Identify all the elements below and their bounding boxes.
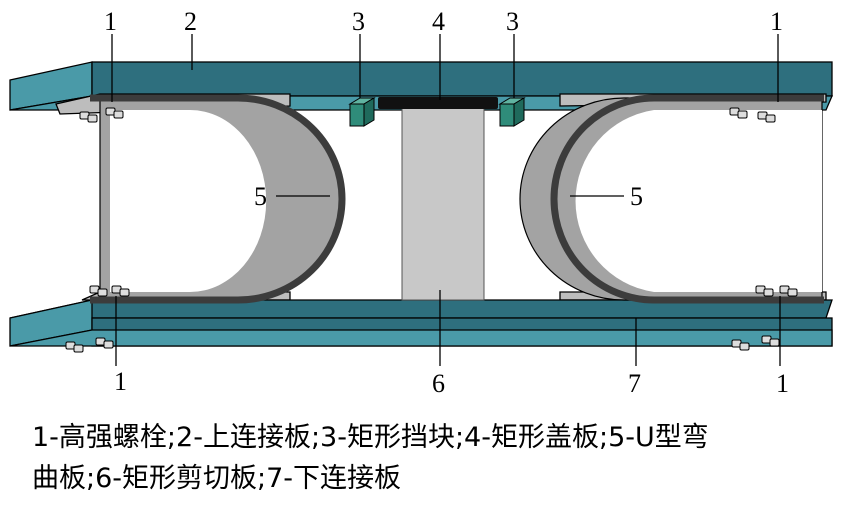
label-2: 2 <box>184 7 197 36</box>
right-u-plate-edge <box>550 94 824 304</box>
left-u-plate-inner-cutout <box>110 110 267 292</box>
bolt-head <box>779 285 798 297</box>
block-left-front <box>349 103 365 127</box>
right-u-plate <box>519 94 824 304</box>
bolt-head <box>755 285 774 297</box>
caption-line-1: 1-高强螺栓;2-上连接板;3-矩形挡块;4-矩形盖板;5-U型弯 <box>32 422 709 453</box>
rectangular-shear-plate <box>401 105 485 301</box>
label-5-right: 5 <box>630 182 643 211</box>
bolt-head <box>761 335 780 347</box>
bolt-head <box>731 339 750 351</box>
bolt-nut <box>737 110 748 119</box>
shear-plate-body <box>401 105 485 301</box>
bolt-nut <box>119 288 130 297</box>
bolt-head <box>111 285 130 297</box>
bolt-nut <box>765 114 776 123</box>
lower-plate-bottom-edge <box>9 329 833 347</box>
label-6: 6 <box>432 369 445 398</box>
right-u-plate-inner-cutout <box>575 110 822 292</box>
label-5-left: 5 <box>254 182 267 211</box>
bolt-nut <box>769 338 780 347</box>
number-labels: 1 2 3 4 3 1 5 5 1 6 7 1 <box>104 7 789 398</box>
label-3-left: 3 <box>352 7 365 36</box>
label-1-lower-left: 1 <box>114 367 127 396</box>
label-7: 7 <box>628 369 641 398</box>
bolt-head <box>65 341 84 353</box>
block-right-side <box>513 97 525 127</box>
upper-plate-top-face <box>91 61 833 97</box>
left-u-plate <box>90 94 346 304</box>
label-1-upper-right: 1 <box>770 7 783 36</box>
left-u-plate-edge <box>90 94 346 304</box>
bolt-nut <box>73 344 84 353</box>
bolt-nut <box>763 288 774 297</box>
block-right-front <box>499 103 515 127</box>
bolt-head <box>105 107 124 119</box>
rectangular-block-left <box>348 97 376 127</box>
bolt-nut <box>103 340 114 349</box>
bolt-nut <box>787 288 798 297</box>
high-strength-bolts <box>65 107 798 353</box>
bolt-head <box>79 111 98 123</box>
bolt-head <box>757 111 776 123</box>
bolt-head <box>729 107 748 119</box>
leader-lines <box>111 34 781 366</box>
bolt-nut <box>113 110 124 119</box>
label-1-upper-left: 1 <box>104 7 117 36</box>
cover-plate-body <box>378 97 498 109</box>
bolt-nut <box>739 342 750 351</box>
bolt-head <box>89 285 108 297</box>
block-left-side <box>363 97 375 127</box>
bolt-head <box>95 337 114 349</box>
caption-line-2: 曲板;6-矩形剪切板;7-下连接板 <box>32 463 402 494</box>
label-1-lower-right: 1 <box>776 369 789 398</box>
rectangular-cover-plate <box>378 97 498 109</box>
bolt-nut <box>97 288 108 297</box>
label-3-right: 3 <box>506 7 519 36</box>
rectangular-block-right <box>498 97 526 127</box>
bolt-nut <box>87 114 98 123</box>
label-4: 4 <box>432 7 445 36</box>
